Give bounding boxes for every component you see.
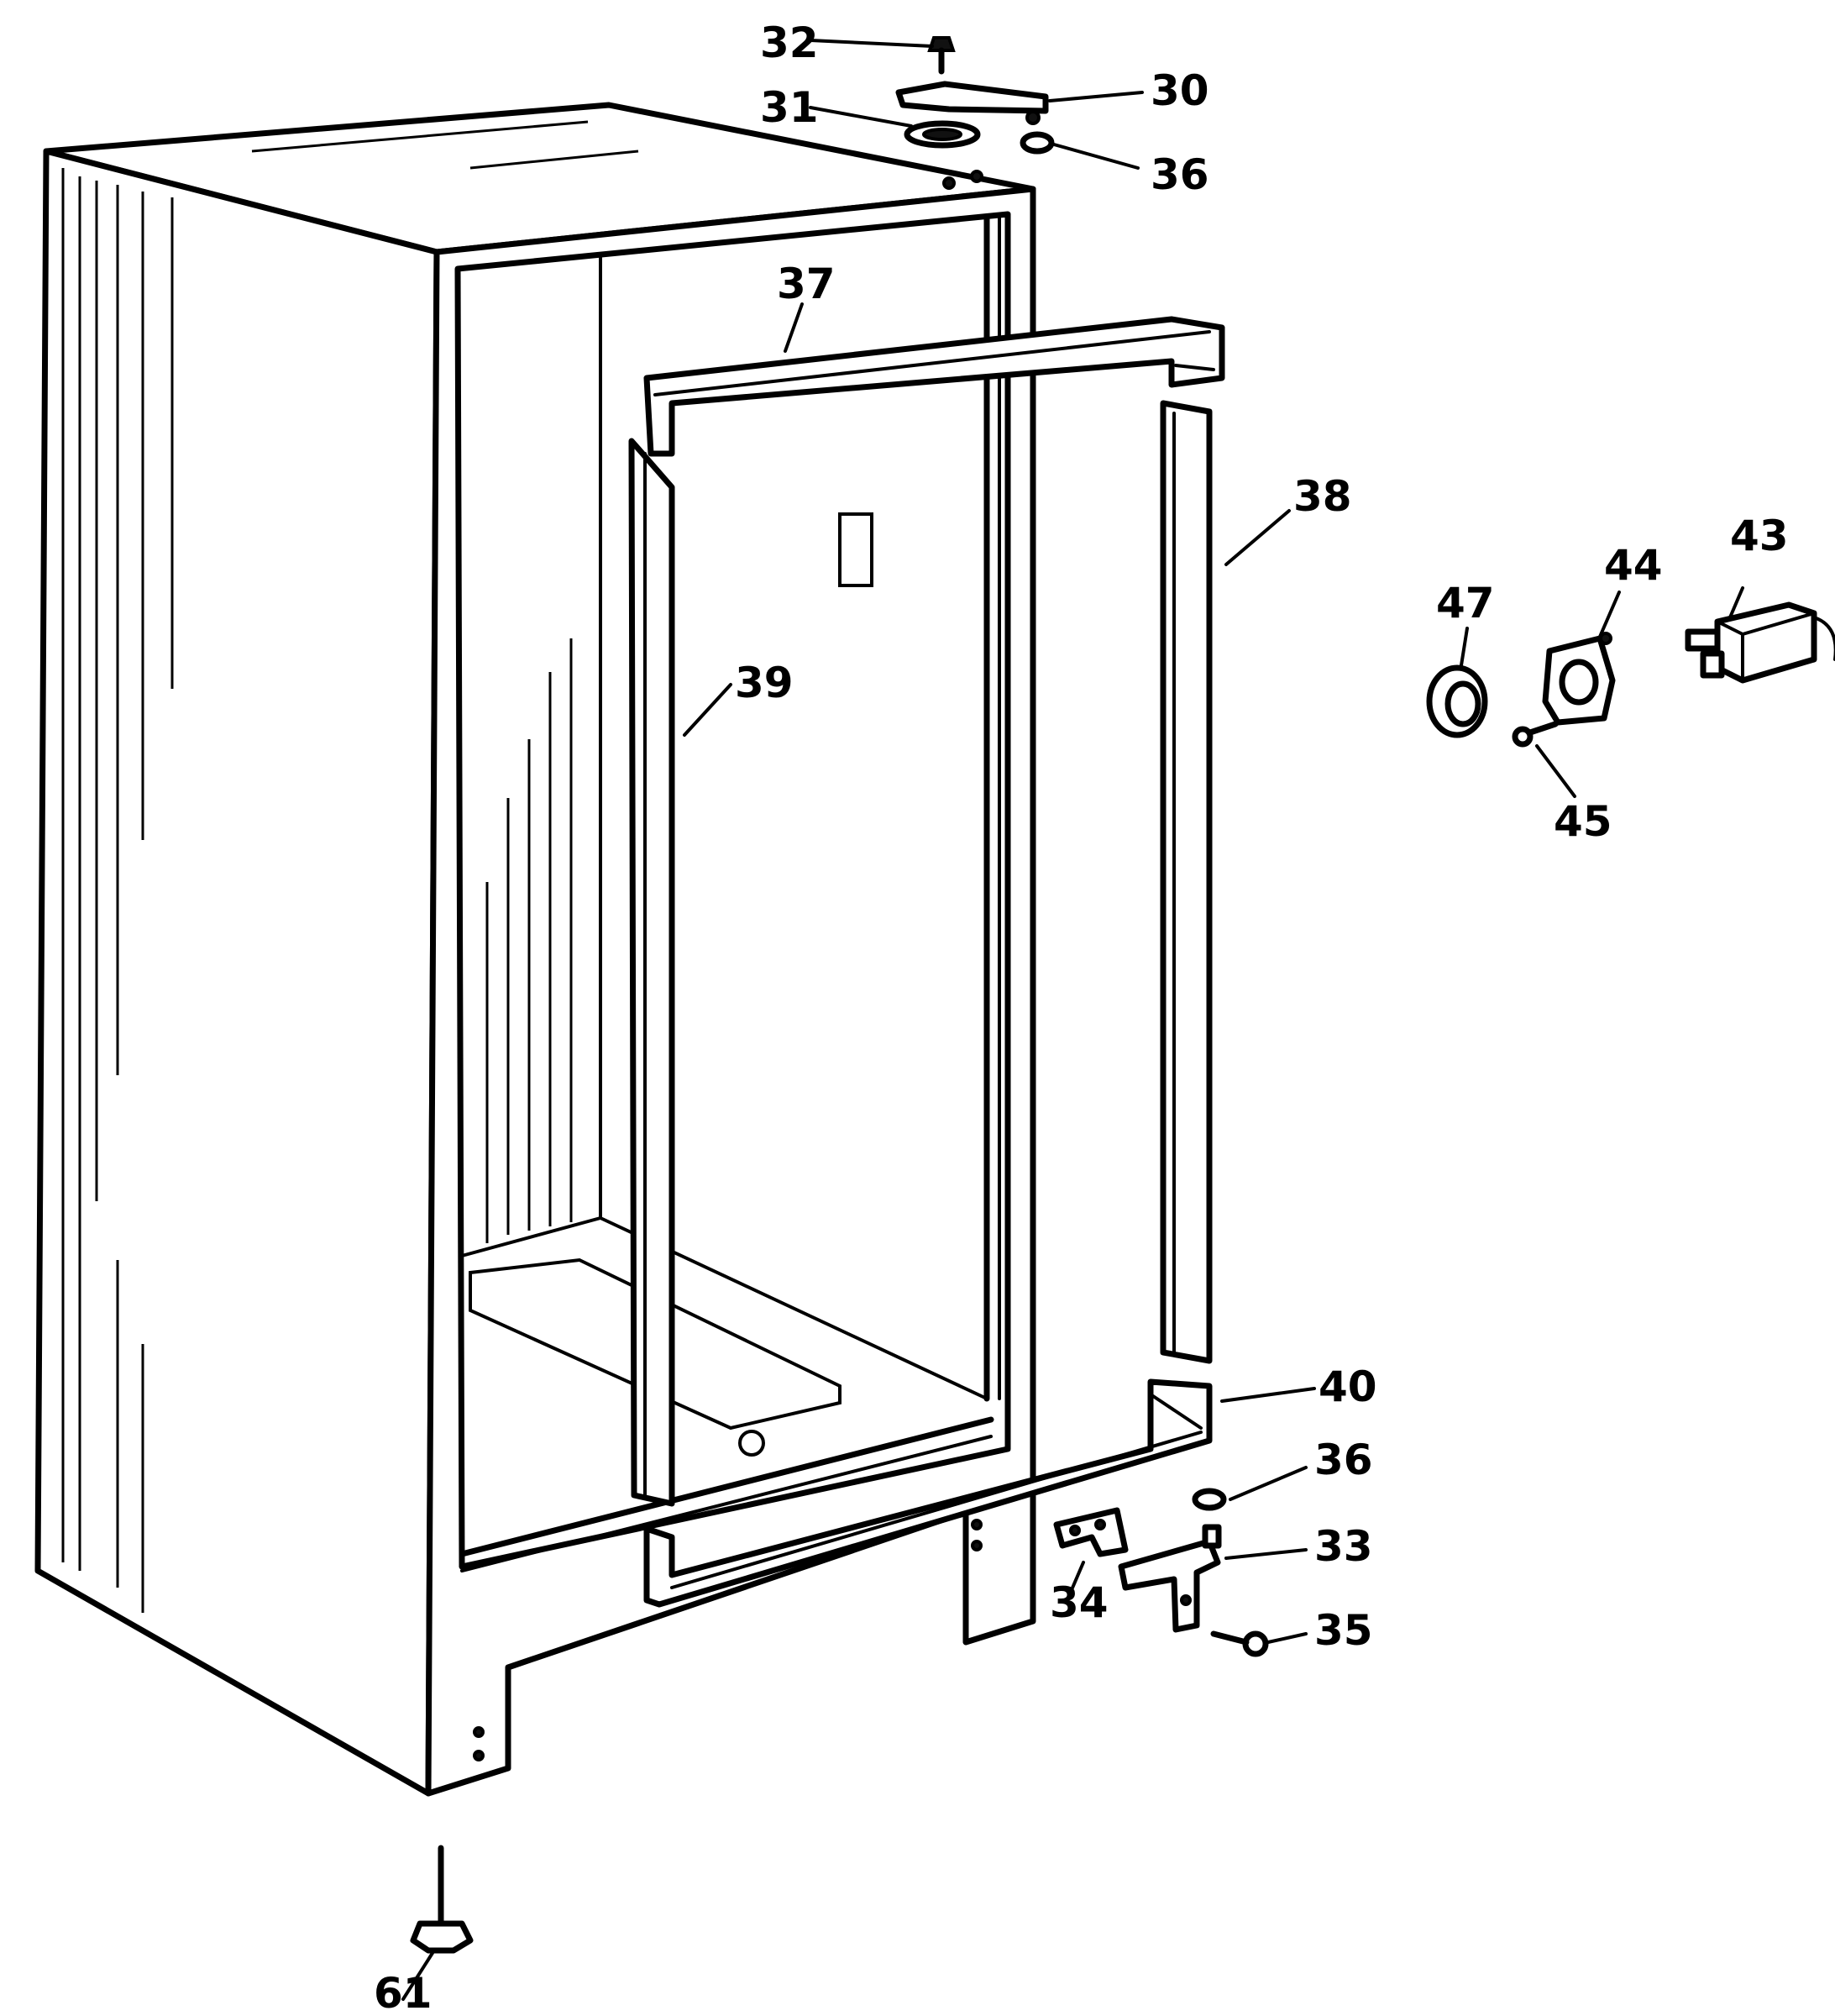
bottom-hinge-33 <box>1118 1524 1222 1633</box>
right-trim-38 <box>1160 400 1213 1364</box>
thermostat-43 <box>1685 601 1835 684</box>
callout-47: 47 <box>1436 579 1495 627</box>
callout-35: 35 <box>1314 1606 1373 1655</box>
leader-lines <box>401 39 1744 2001</box>
washer-36-top <box>1020 131 1055 155</box>
bottom-trim-40 <box>643 1378 1213 1608</box>
callout-34: 34 <box>1050 1578 1109 1627</box>
top-hinge-30 <box>895 81 1049 125</box>
cabinet-floor-pan <box>469 1257 841 1431</box>
top-trim-37 <box>643 316 1225 457</box>
callout-43: 43 <box>1730 512 1789 560</box>
callout-40: 40 <box>1319 1362 1377 1411</box>
screw-35 <box>1210 1630 1269 1657</box>
cabinet-opening <box>454 211 1011 1570</box>
callout-38: 38 <box>1293 472 1352 521</box>
callout-36-bottom: 36 <box>1314 1436 1373 1484</box>
callout-31: 31 <box>760 83 819 132</box>
screw-45 <box>1512 721 1559 748</box>
left-trim-39 <box>628 438 675 1507</box>
callout-36-top: 36 <box>1151 150 1209 199</box>
hinge-shim-31 <box>904 120 981 149</box>
hinge-shim-34 <box>1053 1507 1129 1557</box>
mounting-bracket-44 <box>1542 632 1616 726</box>
washer-36-bottom <box>1192 1488 1227 1511</box>
control-knob-47 <box>1426 664 1488 738</box>
callout-37: 37 <box>777 260 836 308</box>
callout-45: 45 <box>1554 797 1612 846</box>
callout-33: 33 <box>1314 1522 1373 1571</box>
callout-labels: 32 30 31 36 37 38 39 40 36 33 34 35 43 4… <box>374 18 1789 2016</box>
callout-32: 32 <box>760 18 819 67</box>
callout-44: 44 <box>1604 541 1663 590</box>
rating-label <box>838 512 873 587</box>
refrigerator-cabinet <box>34 102 1036 1797</box>
leveling-leg-61 <box>410 1845 474 1954</box>
callout-39: 39 <box>735 659 794 707</box>
callout-61: 61 <box>374 1969 433 2016</box>
callout-30: 30 <box>1151 66 1209 115</box>
screw-32 <box>927 36 956 75</box>
